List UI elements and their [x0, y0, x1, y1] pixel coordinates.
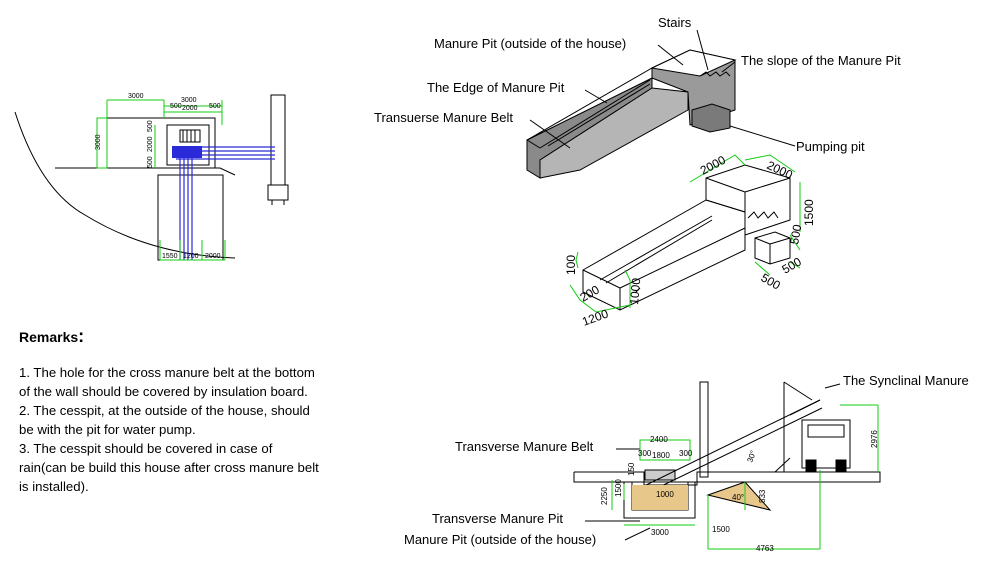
dim-label: 500	[780, 254, 805, 276]
column	[270, 94, 286, 186]
plan-dim-labels: 3000 3000 500 2000 500 3000 500 2000 500…	[95, 93, 221, 260]
dim-label: 500	[787, 223, 804, 245]
remarks-title-text: Remarks	[19, 329, 79, 345]
iso-wire-dims	[569, 154, 801, 313]
iso-view-wireframe	[582, 164, 791, 311]
dim-label: 1200	[183, 253, 199, 260]
section-view	[573, 381, 881, 541]
label-pumping-pit: Pumping pit	[796, 139, 865, 154]
label-synclinal: The Synclinal Manure	[843, 373, 969, 388]
label-transverse-pit: Transverse Manure Pit	[432, 511, 563, 526]
label-edge: The Edge of Manure Pit	[427, 80, 565, 95]
dim-label: 1500	[614, 479, 623, 497]
dim-label: 2976	[870, 430, 879, 448]
iso-view-textured	[526, 29, 796, 179]
pit-hatch	[632, 485, 688, 510]
remarks-block: Remarks: 1. The hole for the cross manur…	[19, 326, 319, 496]
stairs-block	[179, 129, 201, 143]
dim-label: 2250	[600, 487, 609, 505]
dim-label: 1000	[627, 277, 643, 305]
label-transverse-belt: Transverse Manure Belt	[455, 439, 594, 454]
terrain-curve-2	[55, 167, 236, 176]
dim-label: 1000	[656, 490, 674, 499]
dim-label: 2000	[182, 105, 198, 112]
label-manure-pit-outside: Manure Pit (outside of the house)	[404, 532, 596, 547]
remark-item: 3. The cesspit should be covered in case…	[19, 441, 319, 494]
pumping-pit	[691, 103, 731, 133]
terrain-curve	[14, 111, 236, 259]
dim-label: 500	[147, 156, 154, 168]
dim-label: 1550	[162, 253, 178, 260]
dim-label: 500	[759, 270, 784, 292]
label-manure-pit: Manure Pit (outside of the house)	[434, 36, 626, 51]
label-stairs: Stairs	[658, 15, 692, 30]
plan-view	[14, 94, 289, 261]
dim-label: 3000	[181, 97, 197, 104]
dim-label: 1800	[652, 451, 670, 460]
remark-item: 2. The cesspit, at the outside of the ho…	[19, 403, 310, 437]
dim-label: 500	[170, 103, 182, 110]
trench-frame	[582, 199, 746, 311]
dim-label: 2000	[698, 153, 728, 178]
section-dim-labels: 2400 1800 300 300 150 2250 1500 1000 300…	[600, 430, 879, 553]
wall	[699, 381, 709, 478]
dim-label: 100	[564, 255, 578, 275]
dim-label: 2400	[650, 435, 668, 444]
dim-label: 3000	[651, 528, 669, 537]
dim-label: 3000	[128, 93, 144, 100]
dim-label: 2000	[205, 253, 221, 260]
plan-dimensions	[96, 99, 226, 261]
dim-label: 2000	[147, 136, 154, 152]
shed-outline	[157, 174, 224, 261]
dim-label: 500	[147, 120, 154, 132]
pump-pit-frame	[754, 231, 791, 265]
section-dims	[611, 404, 879, 550]
section-labels: The Synclinal Manure Transverse Manure B…	[404, 373, 969, 547]
label-transverse-belt: Transuerse Manure Belt	[374, 110, 513, 125]
dim-label: 1200	[580, 306, 610, 328]
dim-label: 3000	[95, 134, 102, 150]
iso-view-textured-labels: Stairs Manure Pit (outside of the house)…	[374, 15, 901, 154]
remark-item: 1. The hole for the cross manure belt at…	[19, 365, 315, 399]
ground-line	[573, 471, 881, 486]
dim-label: 500	[209, 103, 221, 110]
dim-label: 150	[627, 462, 636, 476]
dim-label: 30°	[745, 449, 758, 463]
dim-label: 300	[679, 449, 693, 458]
dim-label: 40°	[732, 493, 744, 502]
remarks-title: Remarks:	[19, 326, 85, 346]
iso-wire-dim-labels: 2000 2000 1500 500 500 500 100 200 1000 …	[564, 153, 816, 329]
slope-pit	[706, 481, 772, 511]
label-slope: The slope of the Manure Pit	[741, 53, 901, 68]
dim-label: 300	[638, 449, 652, 458]
end-block-frame	[705, 164, 791, 236]
dim-label: 833	[758, 489, 767, 503]
dim-label: 4763	[756, 544, 774, 553]
dim-label: 1500	[802, 199, 816, 226]
dim-label: 1500	[712, 525, 730, 534]
dim-label: 2000	[765, 158, 795, 182]
